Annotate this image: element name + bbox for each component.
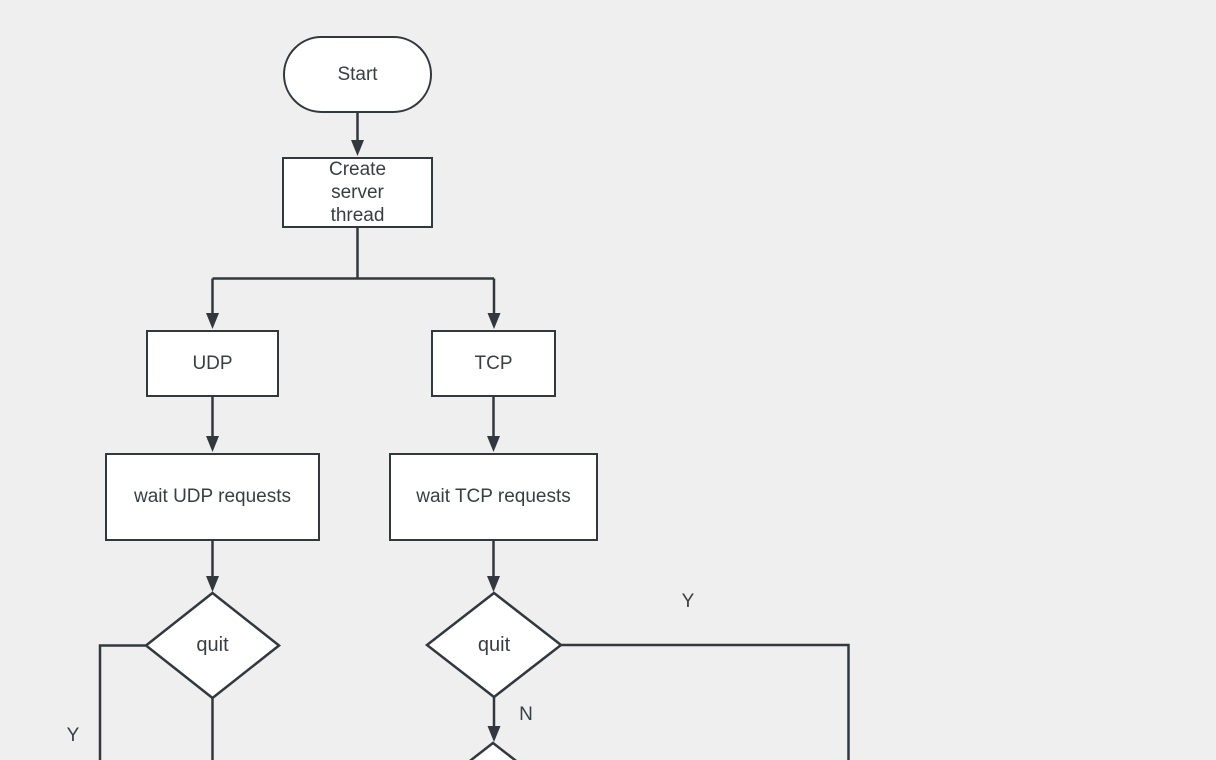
arrowhead-branch-to-udp: [206, 313, 219, 329]
edge-quit-tcp-yes: [561, 643, 850, 760]
node-quit-udp-label: quit: [196, 634, 229, 656]
node-start[interactable]: Start: [283, 36, 432, 113]
decision-quit-udp-shape[interactable]: [143, 591, 282, 700]
node-wait-tcp-requests[interactable]: wait TCP requests: [389, 453, 598, 541]
arrowhead-wait-tcp-to-quit: [487, 576, 500, 592]
node-tcp[interactable]: TCP: [431, 330, 556, 397]
node-wait-udp-requests-label: wait UDP requests: [134, 486, 291, 507]
arrowhead-udp-to-wait: [206, 436, 219, 452]
node-udp-label: UDP: [192, 352, 233, 374]
node-start-label: Start: [337, 63, 378, 85]
decision-bottom-partial-shape[interactable]: [426, 741, 560, 760]
arrowhead-quit-tcp-no: [487, 726, 501, 742]
edge-create-branch: [211, 228, 496, 314]
node-create-server-thread[interactable]: Create server thread: [282, 157, 433, 228]
node-wait-tcp-requests-label: wait TCP requests: [416, 486, 571, 507]
node-quit-tcp-label: quit: [477, 633, 511, 656]
node-udp[interactable]: UDP: [146, 330, 279, 397]
decision-quit-tcp-shape[interactable]: [424, 591, 564, 699]
node-wait-udp-requests[interactable]: wait UDP requests: [105, 453, 320, 541]
node-create-server-thread-line3: thread: [330, 205, 385, 226]
arrowhead-start-to-create: [351, 140, 364, 156]
arrowhead-tcp-to-wait: [487, 436, 500, 452]
node-create-server-thread-line1: Create: [328, 159, 387, 180]
node-create-server-thread-line2: server: [331, 182, 384, 203]
arrowhead-wait-udp-to-quit: [206, 576, 219, 592]
edge-label-quit-tcp-yes: Y: [681, 591, 695, 612]
edge-label-quit-tcp-no: N: [519, 704, 533, 725]
edge-quit-udp-yes: [98, 644, 146, 760]
node-tcp-label: TCP: [474, 352, 513, 374]
edge-label-quit-udp-yes: Y: [66, 725, 80, 746]
arrowhead-branch-to-tcp: [487, 313, 501, 329]
